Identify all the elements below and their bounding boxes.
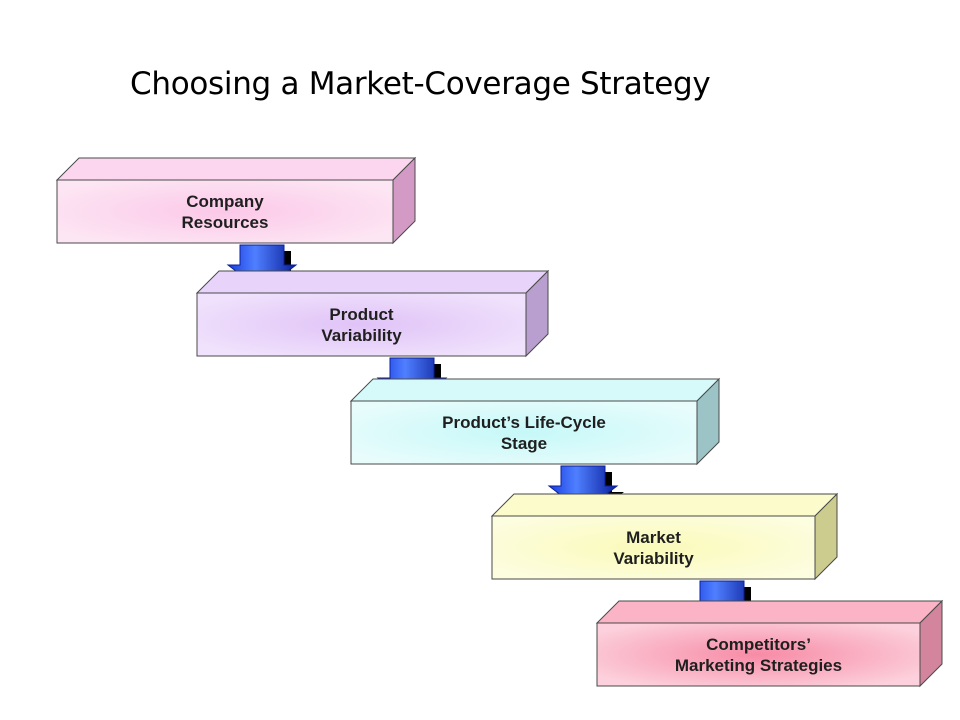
arrows-layer <box>226 244 763 633</box>
step-box-top <box>195 270 550 294</box>
step-label-line: Market <box>626 527 681 547</box>
step-label-line: Company <box>186 191 264 211</box>
step-label-line: Product <box>329 304 394 324</box>
step-box-front <box>596 622 921 687</box>
step-label-line: Stage <box>500 433 548 453</box>
step-label-line: Competitors’ <box>706 634 811 654</box>
step-label-line: Marketing Strategies <box>674 655 843 675</box>
step-label-line: Variability <box>321 325 402 345</box>
step-label-line: Variability <box>613 548 694 568</box>
step-label-competitors-strategies: Competitors’ Marketing Strategies <box>597 623 920 686</box>
step-box <box>595 599 944 688</box>
step-box-top <box>349 378 721 402</box>
step-box-front <box>56 179 394 244</box>
step-label-line: Resources <box>181 212 269 232</box>
step-box <box>490 492 839 581</box>
step-box-front <box>196 292 527 357</box>
step-label-life-cycle-stage: Product’s Life-Cycle Stage <box>351 401 697 464</box>
step-box <box>55 156 417 245</box>
slide-title: Choosing a Market-Coverage Strategy <box>130 66 711 102</box>
step-box-top <box>595 600 944 624</box>
step-label-line: Product’s Life-Cycle <box>442 412 606 432</box>
step-box-top <box>55 157 417 181</box>
step-label-company-resources: Company Resources <box>57 180 393 243</box>
step-box-top <box>490 493 839 517</box>
step-label-market-variability: Market Variability <box>492 516 815 579</box>
step-label-product-variability: Product Variability <box>197 293 526 356</box>
step-box <box>195 269 550 358</box>
step-box <box>349 377 721 466</box>
step-box-front <box>491 515 816 580</box>
step-box-front <box>350 400 698 465</box>
boxes-layer <box>55 156 944 688</box>
